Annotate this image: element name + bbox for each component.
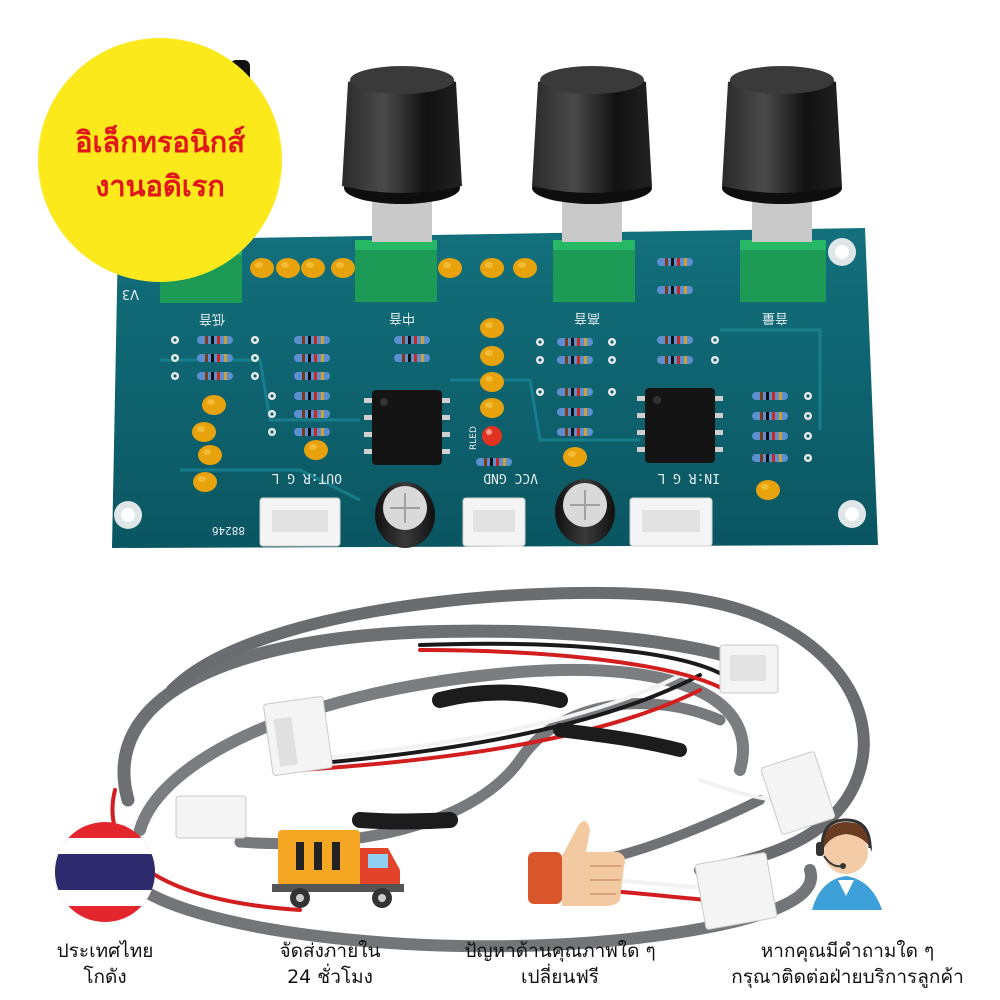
caption-line: 24 ชั่วโมง	[287, 966, 373, 988]
mounting-hole	[114, 501, 142, 529]
caption-line: จัดส่งภายใน	[279, 940, 381, 962]
potentiometer-body	[740, 240, 826, 302]
feature-caption-support: หากคุณมีคำถามใด ๆ กรุณาติดต่อฝ่ายบริการล…	[700, 938, 995, 990]
potentiometer-body	[355, 240, 437, 302]
customer-service-icon	[812, 818, 882, 910]
silk-v3: V3	[122, 286, 139, 301]
feature-caption-warehouse: ประเทศไทย โกดัง	[10, 938, 200, 990]
caption-line: กรุณาติดต่อฝ่ายบริการลูกค้า	[731, 966, 964, 988]
silk-model: 8824б	[212, 524, 245, 537]
feature-caption-shipping: จัดส่งภายใน 24 ชั่วโมง	[230, 938, 430, 990]
cable-plug	[694, 852, 778, 930]
volume-knob[interactable]	[722, 66, 842, 242]
silk-knob-label: 中音	[389, 310, 415, 326]
silk-led-label: RLED	[469, 426, 479, 450]
op-amp-chip	[637, 388, 723, 463]
silk-knob-label: 低音	[199, 311, 225, 327]
silk-out-label: OUT:R G L	[271, 470, 342, 485]
promo-badge	[38, 38, 282, 282]
silk-power-label: VCC GND	[483, 470, 538, 485]
mounting-hole	[828, 238, 856, 266]
mounting-hole	[838, 500, 866, 528]
cable-plug	[263, 696, 333, 776]
feature-caption-quality: ปัญหาด้านคุณภาพใด ๆ เปลี่ยนฟรี	[445, 938, 675, 990]
cable-plug	[175, 795, 247, 839]
silk-in-label: IN:R G L	[657, 470, 720, 485]
input-connector[interactable]	[629, 497, 713, 547]
delivery-truck-icon	[272, 830, 404, 908]
silk-knob-label: 高音	[574, 310, 600, 326]
thumbs-up-icon	[528, 820, 626, 906]
caption-line: เปลี่ยนฟรี	[521, 966, 599, 988]
electrolytic-capacitor	[375, 482, 435, 548]
silk-knob-label: 音量	[762, 310, 788, 326]
treble-knob[interactable]	[532, 66, 652, 242]
promo-badge-text: อิเล็กทรอนิกส์ งานอดิเรก	[40, 120, 280, 208]
badge-line-1: อิเล็กทรอนิกส์	[75, 125, 245, 159]
caption-line: ประเทศไทย	[56, 940, 154, 962]
potentiometer-body	[553, 240, 635, 302]
caption-line: ปัญหาด้านคุณภาพใด ๆ	[464, 940, 656, 962]
caption-line: หากคุณมีคำถามใด ๆ	[760, 940, 935, 962]
cable-plug	[719, 644, 779, 694]
power-connector[interactable]	[462, 497, 526, 547]
mid-knob[interactable]	[342, 66, 462, 242]
caption-line: โกดัง	[83, 966, 127, 988]
cable-assembly	[110, 586, 870, 953]
electrolytic-capacitor	[555, 479, 615, 545]
cable-plug	[760, 751, 836, 835]
power-led	[482, 426, 502, 446]
badge-line-2: งานอดิเรก	[95, 169, 225, 203]
op-amp-chip	[364, 390, 450, 465]
thailand-flag-icon	[55, 822, 155, 922]
output-connector[interactable]	[259, 497, 341, 547]
